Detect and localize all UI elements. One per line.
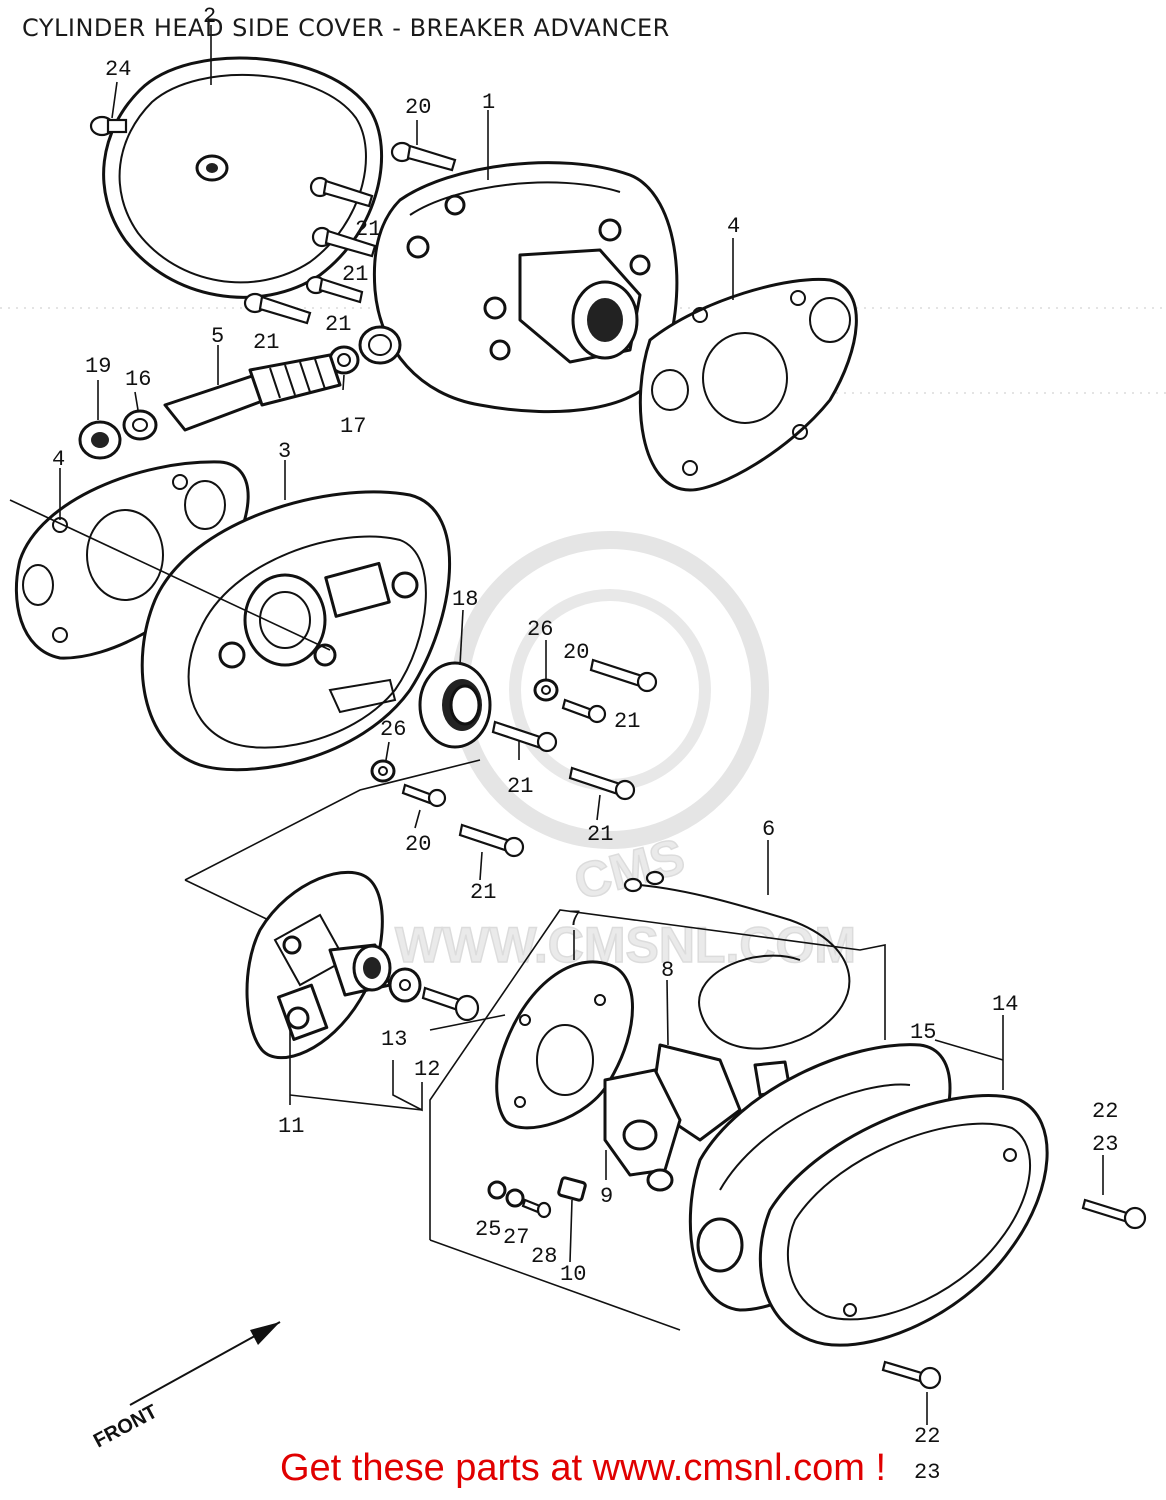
callout-21: 21 xyxy=(342,262,368,287)
part-21-bolts-middle xyxy=(458,658,658,858)
callout-13: 13 xyxy=(381,1027,407,1052)
callout-22: 22 xyxy=(914,1424,940,1449)
callout-16: 16 xyxy=(125,367,151,392)
callout-4: 4 xyxy=(52,447,65,472)
part-13-washer xyxy=(388,967,422,1003)
callout-10: 10 xyxy=(560,1262,586,1287)
callout-14: 14 xyxy=(992,992,1018,1017)
callout-21: 21 xyxy=(253,330,279,355)
part-14-point-cover xyxy=(758,1094,1049,1347)
part-10-felt xyxy=(557,1176,587,1202)
part-22-screws xyxy=(881,1198,1147,1390)
callout-21: 21 xyxy=(355,217,381,242)
page-title: CYLINDER HEAD SIDE COVER - BREAKER ADVAN… xyxy=(22,14,670,42)
callout-26: 26 xyxy=(380,717,406,742)
callout-19: 19 xyxy=(85,354,111,379)
front-label: FRONT xyxy=(90,1401,161,1453)
callout-15: 15 xyxy=(910,1020,936,1045)
callout-leaders xyxy=(59,25,1104,1425)
callout-9: 9 xyxy=(600,1184,613,1209)
callout-26: 26 xyxy=(527,617,553,642)
part-20-screws xyxy=(401,698,607,808)
part-16-washer xyxy=(122,409,158,441)
callout-12: 12 xyxy=(414,1057,440,1082)
part-19-seal xyxy=(78,420,122,460)
callout-21: 21 xyxy=(507,774,533,799)
part-26-washers xyxy=(370,678,559,783)
callout-4: 4 xyxy=(727,214,740,239)
callout-21: 21 xyxy=(614,709,640,734)
callout-8: 8 xyxy=(661,958,674,983)
callout-2: 2 xyxy=(203,4,216,29)
part-4-gasket-upper xyxy=(638,277,858,492)
part-27-washer xyxy=(505,1188,525,1208)
callout-18: 18 xyxy=(452,587,478,612)
callout-17: 17 xyxy=(340,414,366,439)
callout-1: 1 xyxy=(482,90,495,115)
part-7-base-plate xyxy=(495,960,634,1130)
callout-27: 27 xyxy=(503,1225,529,1250)
part-5-shaft xyxy=(163,353,342,432)
callout-28: 28 xyxy=(531,1244,557,1269)
callouts: 2 24 20 1 21 21 4 21 21 5 19 16 17 4 3 1… xyxy=(52,4,1118,1485)
part-3-breaker-housing xyxy=(140,490,452,772)
callout-22: 22 xyxy=(1092,1099,1118,1124)
part-6-lead-wire xyxy=(623,870,851,1050)
part-24-bolt xyxy=(89,115,128,137)
front-arrow: FRONT xyxy=(90,1321,281,1453)
callout-20: 20 xyxy=(563,640,589,665)
part-12-bolt xyxy=(421,986,480,1022)
callout-20: 20 xyxy=(405,832,431,857)
part-2-side-cover xyxy=(102,56,383,299)
callout-25: 25 xyxy=(475,1217,501,1242)
part-1-housing xyxy=(358,161,679,414)
callout-6: 6 xyxy=(762,817,775,842)
callout-21: 21 xyxy=(587,822,613,847)
watermark-url: WWW.CMSNL.COM xyxy=(395,917,856,973)
part-28-screw xyxy=(521,1198,552,1219)
part-11-advancer xyxy=(245,870,392,1060)
part-25-washer xyxy=(487,1180,507,1200)
callout-23: 23 xyxy=(1092,1132,1118,1157)
callout-3: 3 xyxy=(278,439,291,464)
part-9-contact-breaker xyxy=(603,1068,682,1192)
cta-link[interactable]: Get these parts at www.cmsnl.com ! xyxy=(279,1447,887,1489)
callout-24: 24 xyxy=(105,57,131,82)
callout-22: 21 xyxy=(325,312,351,337)
callout-23: 23 xyxy=(914,1460,940,1485)
callout-21: 21 xyxy=(470,880,496,905)
callout-11: 11 xyxy=(278,1114,304,1139)
part-21-bolts-upper xyxy=(243,141,457,325)
watermark: CMS WWW.CMSNL.COM xyxy=(394,531,857,974)
scan-artifact-lines xyxy=(0,307,1166,394)
callout-21: 20 xyxy=(405,95,431,120)
part-18-oil-seal xyxy=(418,661,492,749)
callout-5: 5 xyxy=(211,324,224,349)
callout-7: 7 xyxy=(568,907,581,932)
